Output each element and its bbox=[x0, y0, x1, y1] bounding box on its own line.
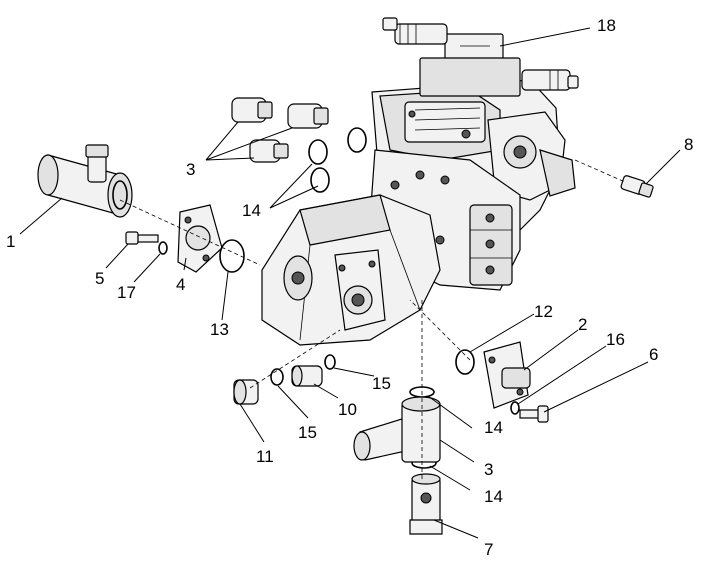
callout-3-upper: 3 bbox=[186, 160, 195, 179]
banjo-bolt-part-7 bbox=[409, 473, 443, 535]
callout-8: 8 bbox=[684, 135, 693, 154]
callout-5: 5 bbox=[95, 269, 104, 288]
washer-part-17 bbox=[158, 241, 168, 255]
callout-6: 6 bbox=[649, 345, 658, 364]
union-part-8 bbox=[620, 175, 654, 198]
callout-10: 10 bbox=[338, 400, 357, 419]
callout-14-upper: 14 bbox=[242, 201, 261, 220]
connectors-part-3 bbox=[231, 97, 329, 163]
callout-11: 11 bbox=[256, 447, 274, 466]
callout-2: 2 bbox=[578, 315, 587, 334]
callout-17: 17 bbox=[117, 283, 136, 302]
callout-13: 13 bbox=[210, 320, 229, 339]
callout-1: 1 bbox=[6, 232, 15, 251]
callout-14-lower: 14 bbox=[484, 487, 503, 506]
callout-18: 18 bbox=[597, 16, 616, 35]
callout-16: 16 bbox=[606, 330, 625, 349]
callout-14-middle: 14 bbox=[484, 418, 503, 437]
plug-part-10 bbox=[291, 365, 323, 387]
callout-labels: 1 2 3 3 4 5 6 7 8 10 11 12 13 14 14 14 1… bbox=[6, 16, 693, 559]
callout-15-center: 15 bbox=[372, 374, 391, 393]
tee-fitting-part-1 bbox=[37, 144, 133, 218]
flange-part-2 bbox=[483, 341, 531, 409]
callout-4: 4 bbox=[176, 275, 185, 294]
elbow-fitting-part-3 bbox=[353, 396, 441, 463]
washer-part-16 bbox=[510, 401, 520, 415]
flange-part-4 bbox=[177, 204, 223, 273]
callout-3-lower: 3 bbox=[484, 460, 493, 479]
bolt-part-6 bbox=[519, 405, 549, 423]
leader-lines bbox=[19, 27, 681, 539]
callout-15-left: 15 bbox=[298, 423, 317, 442]
callout-7: 7 bbox=[484, 540, 493, 559]
plug-part-11 bbox=[233, 379, 259, 405]
solenoid-valve-part-18 bbox=[382, 17, 579, 97]
bolt-part-5 bbox=[125, 231, 159, 245]
callout-12: 12 bbox=[534, 302, 553, 321]
pump-assembly bbox=[261, 79, 576, 346]
